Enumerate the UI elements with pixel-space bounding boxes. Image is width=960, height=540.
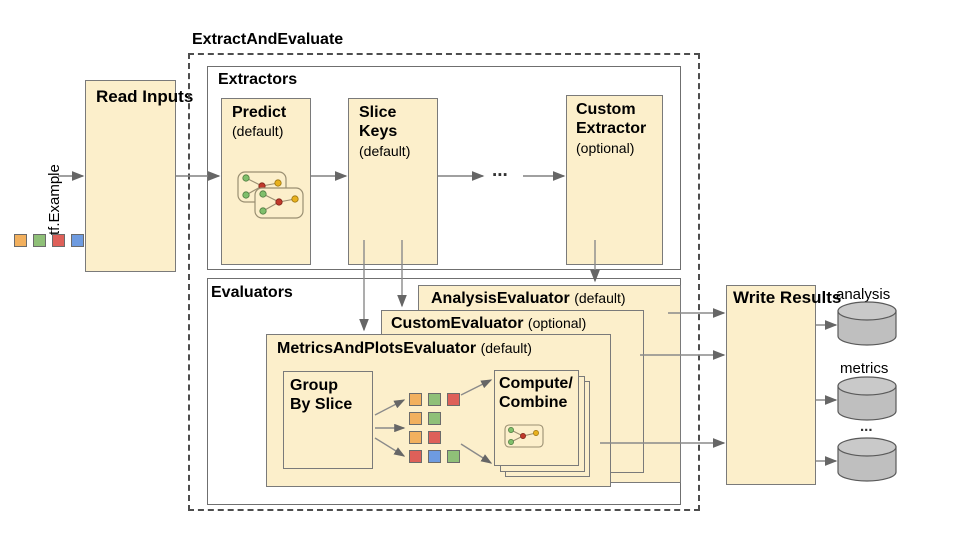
input-label-tf-example: tf.Example xyxy=(46,164,63,235)
write-results-text: Write Results xyxy=(733,288,842,307)
group-by-slice-line2: By Slice xyxy=(290,396,353,413)
write-results-label: Write Results xyxy=(733,288,841,308)
extractor-slice-keys-qualifier: (default) xyxy=(359,143,411,159)
group-by-slice-box[interactable] xyxy=(283,371,373,469)
slice-swatch xyxy=(428,431,441,444)
evaluator-metrics-plots-qualifier: (default) xyxy=(480,340,532,356)
slice-swatch xyxy=(428,450,441,463)
sink-cylinders xyxy=(837,301,897,482)
slice-group-row xyxy=(409,431,460,444)
extractor-predict-qualifier: (default) xyxy=(232,123,284,139)
sink-label-ellipsis: ... xyxy=(860,418,873,435)
read-inputs-label: Read Inputs xyxy=(96,87,193,107)
slice-swatch xyxy=(409,393,422,406)
cylinder-metrics xyxy=(837,376,897,421)
evaluators-section-label: Evaluators xyxy=(211,284,293,301)
slice-swatch xyxy=(428,412,441,425)
extractor-custom-title-line2: Extractor xyxy=(576,120,647,137)
slice-swatch xyxy=(409,450,422,463)
extractors-ellipsis: ... xyxy=(492,160,508,181)
extractor-custom-qualifier: (optional) xyxy=(576,140,635,156)
slice-swatch xyxy=(447,393,460,406)
slice-swatch xyxy=(409,431,422,444)
slice-swatch xyxy=(428,393,441,406)
evaluator-analysis-name: AnalysisEvaluator xyxy=(431,290,570,307)
read-inputs-box[interactable] xyxy=(85,80,176,272)
extract-and-evaluate-group xyxy=(188,53,700,511)
extractors-section-label: Extractors xyxy=(218,71,298,88)
extractor-slice-keys-box[interactable] xyxy=(348,98,438,265)
compute-combine-line1: Compute/ xyxy=(499,375,573,392)
evaluator-metrics-plots-name: MetricsAndPlotsEvaluator xyxy=(277,340,477,357)
extractor-predict-title: Predict xyxy=(232,104,287,121)
input-swatch-orange xyxy=(14,234,27,247)
evaluator-analysis-title: AnalysisEvaluator (default) xyxy=(431,290,626,309)
compute-combine-box[interactable] xyxy=(494,370,579,466)
evaluator-custom-title: CustomEvaluator (optional) xyxy=(391,315,586,334)
extractor-custom-title-line1: Custom xyxy=(576,101,636,118)
slice-group-row xyxy=(409,450,460,463)
extract-and-evaluate-label: ExtractAndEvaluate xyxy=(192,31,344,48)
input-swatch-red xyxy=(52,234,65,247)
evaluator-custom-name: CustomEvaluator xyxy=(391,315,524,332)
extractor-slice-keys-title-line1: Slice xyxy=(359,104,397,121)
cylinder-analysis xyxy=(837,301,897,346)
read-inputs-text: Read Inputs xyxy=(96,87,194,106)
evaluator-metrics-plots-title: MetricsAndPlotsEvaluator (default) xyxy=(277,340,532,359)
slice-swatch xyxy=(447,450,460,463)
input-swatch-green xyxy=(33,234,46,247)
group-by-slice-line1: Group xyxy=(290,377,338,394)
slice-groups xyxy=(409,393,460,469)
slice-group-row xyxy=(409,393,460,406)
sink-label-analysis: analysis xyxy=(836,286,891,303)
write-results-box[interactable] xyxy=(726,285,816,485)
extractor-slice-keys-title-line2: Keys xyxy=(359,123,398,140)
sink-label-metrics: metrics xyxy=(840,360,889,377)
evaluator-custom-qualifier: (optional) xyxy=(527,315,587,331)
input-swatch-blue xyxy=(71,234,84,247)
evaluator-analysis-qualifier: (default) xyxy=(574,290,626,306)
cylinder-other xyxy=(837,437,897,482)
compute-combine-line2: Combine xyxy=(499,394,568,411)
slice-group-row xyxy=(409,412,460,425)
extractor-custom-box[interactable] xyxy=(566,95,663,265)
slice-swatch xyxy=(409,412,422,425)
